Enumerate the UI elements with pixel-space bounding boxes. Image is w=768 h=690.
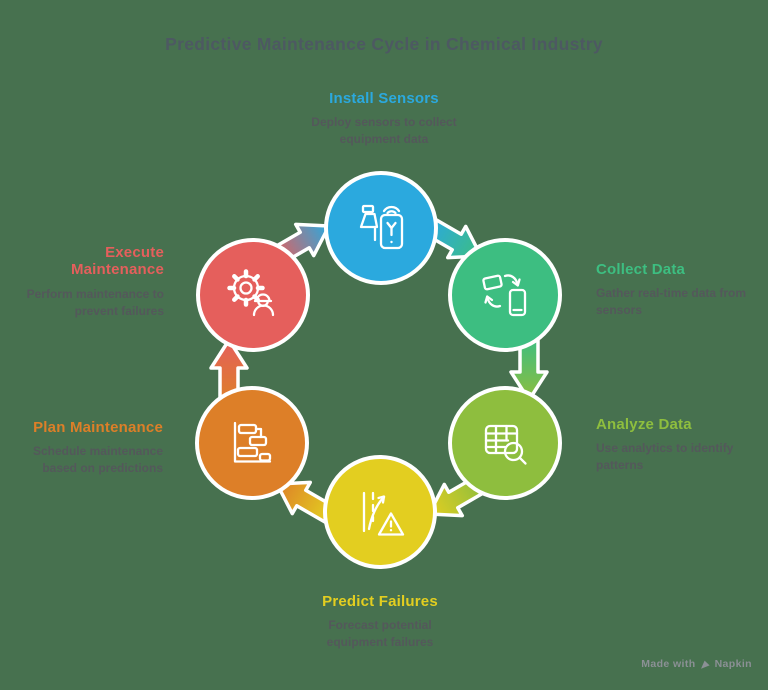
data-sync-icon	[482, 274, 527, 317]
sensor-wireless-icon	[359, 204, 404, 250]
step-text-plan-maintenance: Plan Maintenance Schedule maintenance ba…	[11, 419, 163, 477]
step-description: Deploy sensors to collect equipment data	[311, 115, 457, 146]
watermark-brand: Napkin	[714, 658, 752, 670]
step-description: Schedule maintenance based on prediction…	[32, 444, 163, 475]
step-text-analyze-data: Analyze Data Use analytics to identify p…	[596, 416, 766, 474]
step-text-execute-maintenance: Execute Maintenance Perform maintenance …	[14, 244, 164, 320]
step-label: Predict Failures	[322, 593, 438, 610]
watermark: Made with Napkin	[641, 658, 752, 670]
step-description: Forecast potential equipment failures	[326, 618, 434, 649]
gantt-chart-icon	[233, 421, 272, 463]
step-circle-plan-maintenance	[195, 386, 309, 500]
step-label: Execute Maintenance	[70, 244, 164, 278]
step-label: Install Sensors	[329, 90, 439, 107]
step-description: Gather real-time data from sensors	[596, 286, 747, 317]
step-description: Use analytics to identify patterns	[596, 441, 734, 472]
step-label: Analyze Data	[596, 416, 692, 433]
step-circle-collect-data	[448, 238, 562, 352]
page-title: Predictive Maintenance Cycle in Chemical…	[165, 34, 603, 54]
step-label: Collect Data	[596, 261, 686, 278]
step-circle-predict-failures	[323, 455, 437, 569]
table-search-icon	[484, 424, 527, 465]
step-description: Perform maintenance to prevent failures	[26, 287, 164, 318]
step-circle-analyze-data	[448, 386, 562, 500]
watermark-text: Made with	[641, 658, 696, 670]
step-text-install-sensors: Install Sensors Deploy sensors to collec…	[284, 90, 484, 148]
step-text-predict-failures: Predict Failures Forecast potential equi…	[304, 593, 456, 651]
step-label: Plan Maintenance	[33, 419, 163, 436]
pen-nib-icon	[700, 660, 710, 669]
step-text-collect-data: Collect Data Gather real-time data from …	[596, 261, 768, 319]
gear-worker-icon	[227, 269, 275, 317]
road-warning-icon	[362, 491, 405, 536]
